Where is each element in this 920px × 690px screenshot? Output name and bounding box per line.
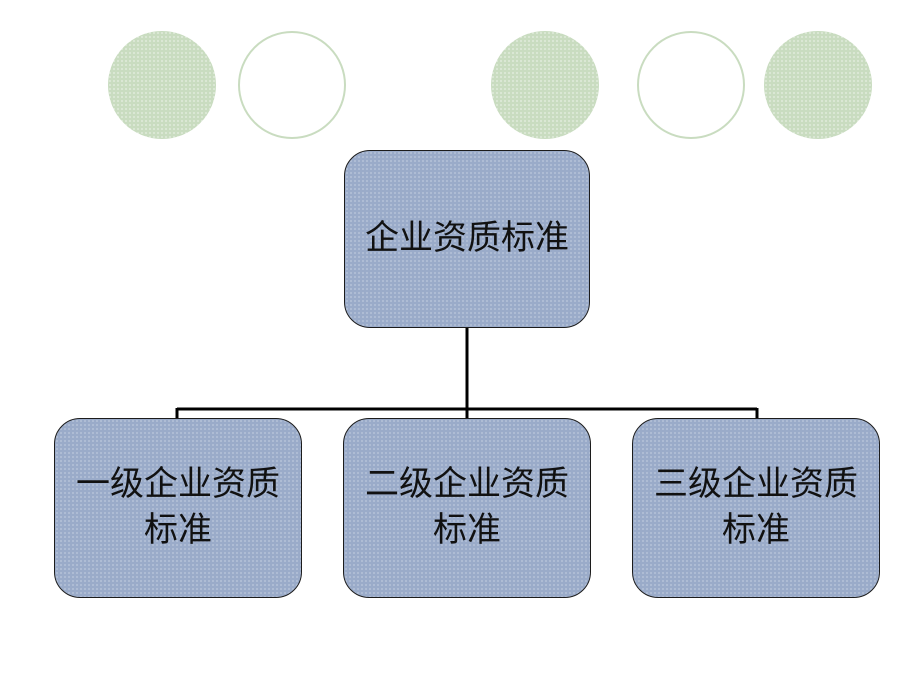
child-node-level-2: 二级企业资质标准 xyxy=(343,418,591,598)
outline-circle-icon xyxy=(238,31,346,139)
outline-circle-icon xyxy=(637,31,745,139)
filled-circle-icon xyxy=(764,31,872,139)
child-node-label: 二级企业资质标准 xyxy=(365,464,569,550)
filled-circle-icon xyxy=(491,31,599,139)
root-node: 企业资质标准 xyxy=(344,150,590,328)
child-node-level-1: 一级企业资质标准 xyxy=(54,418,302,598)
child-node-level-3: 三级企业资质标准 xyxy=(632,418,880,598)
child-node-label: 三级企业资质标准 xyxy=(654,464,858,550)
filled-circle-icon xyxy=(108,31,216,139)
root-node-label: 企业资质标准 xyxy=(365,218,569,259)
child-node-label: 一级企业资质标准 xyxy=(76,464,280,550)
